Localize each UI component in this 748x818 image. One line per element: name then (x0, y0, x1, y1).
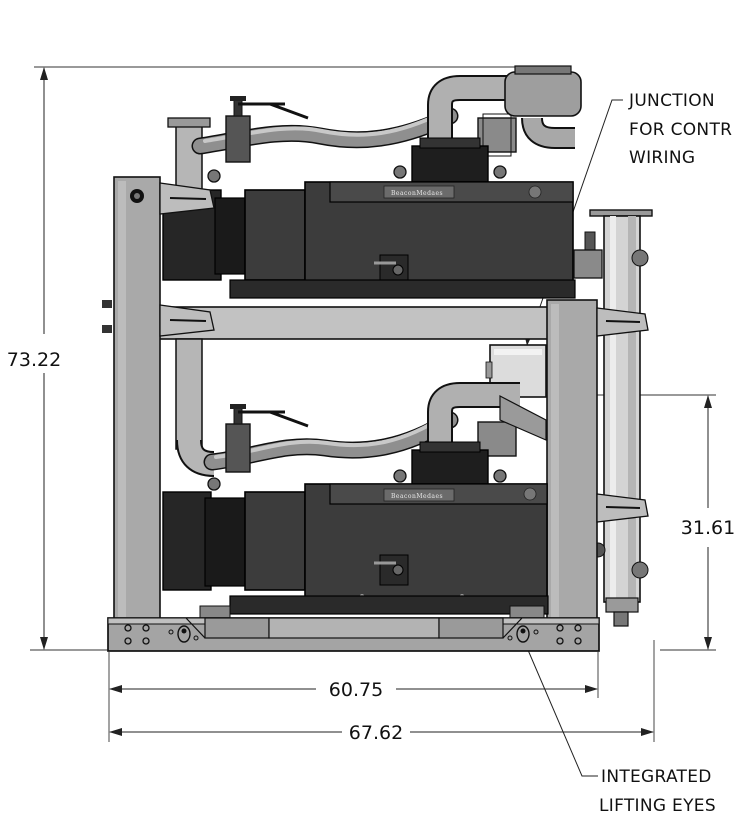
callout-lifting-eyes: INTEGRATED LIFTING EYES (518, 634, 716, 816)
right-lifting-eye (507, 625, 539, 643)
junction-label-line1: JUNCTION (628, 91, 715, 111)
skid-frame (102, 176, 649, 623)
base-width-value: 60.75 (329, 679, 383, 701)
dimension-overall-height: 73.22 (7, 66, 560, 651)
overall-height-value: 73.22 (7, 349, 61, 371)
overall-width-value: 67.62 (349, 722, 403, 744)
lower-pump-brand-label: BeaconMedaes (391, 493, 443, 500)
lifting-label-line1: INTEGRATED (601, 767, 712, 787)
dimension-overall-width: 67.62 (109, 722, 654, 744)
junction-label-line2: FOR CONTR (629, 120, 732, 140)
dimension-lower-inlet-height: 31.61 (545, 394, 735, 651)
left-lifting-eye (168, 625, 199, 643)
vertical-receiver-tank (584, 209, 653, 627)
callout-junction-box: JUNCTION FOR CONTR WIRING (524, 91, 732, 346)
upper-pump-brand-label: BeaconMedaes (391, 190, 443, 197)
lifting-label-line2: LIFTING EYES (599, 796, 716, 816)
lower-pump-assembly: BeaconMedaes (162, 338, 549, 619)
upper-pump-assembly: BeaconMedaes (162, 65, 603, 299)
dimension-base-width: 60.75 (108, 640, 655, 742)
lower-inlet-height-value: 31.61 (681, 517, 735, 539)
junction-label-line3: WIRING (629, 148, 695, 168)
base-skid (107, 617, 600, 652)
